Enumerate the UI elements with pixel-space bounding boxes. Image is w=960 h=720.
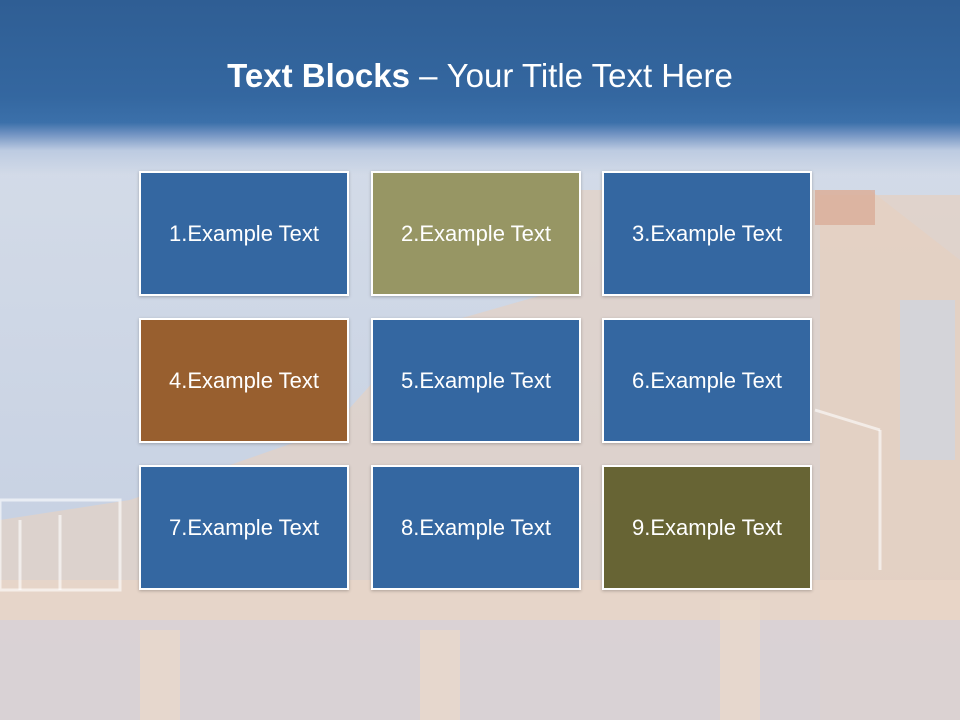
text-block-9: 9.Example Text	[602, 465, 812, 590]
title-normal-part: Your Title Text Here	[446, 57, 733, 94]
text-block-label: 4.Example Text	[168, 367, 319, 393]
text-block-5: 5.Example Text	[371, 318, 581, 443]
text-block-label: 8.Example Text	[400, 514, 551, 540]
text-block-2: 2.Example Text	[371, 171, 581, 296]
text-block-label: 1.Example Text	[168, 220, 319, 246]
text-block-1: 1.Example Text	[139, 171, 349, 296]
text-block-4: 4.Example Text	[139, 318, 349, 443]
text-block-label: 7.Example Text	[168, 514, 319, 540]
text-block-7: 7.Example Text	[139, 465, 349, 590]
title-bold-part: Text Blocks	[227, 57, 410, 94]
text-block-label: 5.Example Text	[400, 367, 551, 393]
text-block-6: 6.Example Text	[602, 318, 812, 443]
text-block-label: 6.Example Text	[631, 367, 782, 393]
title-separator: –	[409, 57, 447, 94]
text-block-label: 2.Example Text	[400, 220, 551, 246]
text-block-label: 3.Example Text	[631, 220, 782, 246]
text-block-8: 8.Example Text	[371, 465, 581, 590]
text-block-label: 9.Example Text	[631, 514, 782, 540]
page-title: Text Blocks – Your Title Text Here	[0, 52, 960, 100]
header-band	[0, 0, 960, 175]
text-block-3: 3.Example Text	[602, 171, 812, 296]
